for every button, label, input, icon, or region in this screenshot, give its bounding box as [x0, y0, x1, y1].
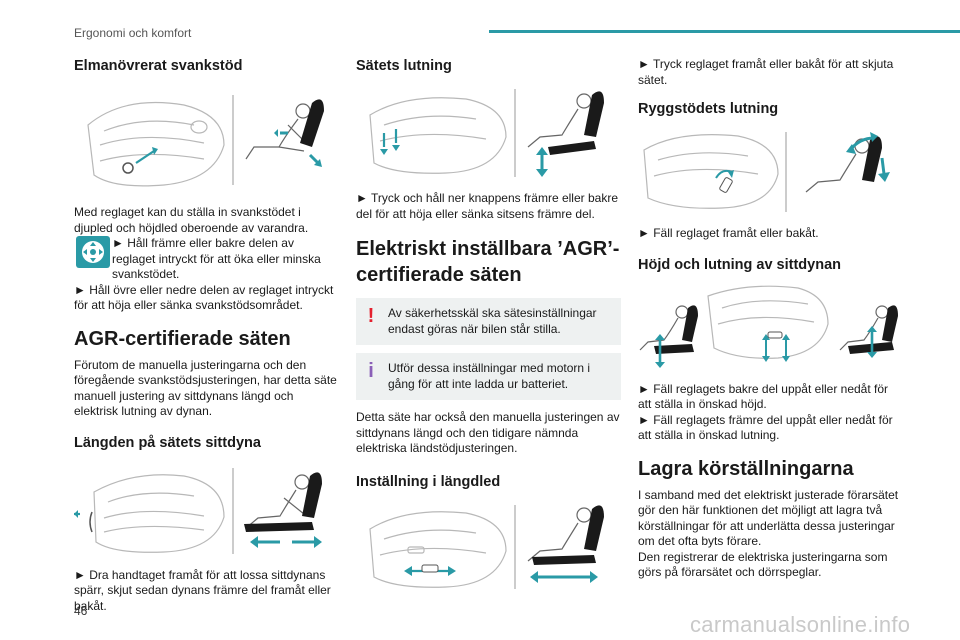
info-callout: i Utför dessa inställningar med motorn i…: [356, 353, 621, 400]
backrest-text: ► Fäll reglaget framåt eller bakåt.: [638, 226, 819, 240]
memory-text-1: I samband med det elektriskt justerade f…: [638, 487, 899, 549]
column-2: Sätets lutning ► Tryck och håll ner knap…: [356, 57, 621, 593]
agr-text: Förutom de manuella justeringarna och de…: [74, 357, 337, 419]
height-text-1: ► Fäll reglagets bakre del uppåt eller n…: [638, 381, 889, 412]
column-1: Elmanövrerat svankstöd Med reglaget kan …: [74, 57, 339, 614]
cushion-length-illustration: [74, 467, 322, 554]
cushion-length-heading: Längden på sätets sittdyna: [74, 434, 261, 451]
header-accent-bar: [489, 30, 960, 33]
backrest-heading: Ryggstödets lutning: [638, 101, 779, 117]
seat-tilt-illustration: [369, 89, 604, 177]
warning-text: Av säkerhetsskäl ska sätesinställningar …: [388, 306, 597, 336]
lumbar-heading: Elmanövrerat svankstöd: [74, 58, 243, 74]
info-text: Utför dessa inställningar med motorn i g…: [388, 361, 591, 391]
warning-callout: ! Av säkerhetsskäl ska sätesinställninga…: [356, 298, 621, 345]
lumbar-text-1: Med reglaget kan du ställa in svankstöde…: [74, 205, 309, 235]
lumbar-illustration: [87, 95, 324, 187]
backrest-illustration: [643, 132, 890, 212]
page-header: Ergonomi och komfort: [0, 0, 960, 40]
memory-text-2: Den registrerar de elektriska justeringa…: [638, 549, 888, 580]
tilt-text: ► Tryck och håll ner knappens främre ell…: [356, 191, 618, 221]
warning-icon: !: [367, 305, 375, 327]
tilt-heading: Sätets lutning: [356, 58, 452, 74]
memory-heading: Lagra körställningarna: [638, 457, 854, 480]
longitudinal-heading: Inställning i längdled: [356, 473, 501, 490]
column-3: ► Tryck reglaget framåt eller bakåt för …: [638, 57, 903, 581]
electric-text: Detta säte har också den manuella juster…: [356, 410, 620, 455]
cushion-length-text: ► Dra handtaget framåt för att lossa sit…: [74, 567, 331, 613]
lumbar-control-icon: [76, 236, 110, 268]
height-text-2: ► Fäll reglagets främre del uppåt eller …: [638, 412, 893, 443]
agr-heading: AGR-certifierade säten: [74, 327, 291, 350]
lumbar-text-3: ► Håll övre eller nedre delen av reglage…: [74, 282, 334, 313]
longitudinal-text: ► Tryck reglaget framåt eller bakåt för …: [638, 57, 894, 87]
height-tilt-illustration: [639, 285, 898, 368]
height-tilt-heading: Höjd och lutning av sittdynan: [638, 256, 841, 273]
page-number: 46: [74, 604, 88, 618]
longitudinal-illustration: [369, 504, 604, 589]
lumbar-text-2: ► Håll främre eller bakre delen av regla…: [112, 236, 321, 281]
section-title: Ergonomi och komfort: [74, 26, 192, 40]
info-icon: i: [368, 360, 374, 382]
electric-heading: Elektriskt inställbara ’AGR’-certifierad…: [356, 238, 620, 286]
watermark: carmanualsonline.info: [690, 612, 911, 637]
